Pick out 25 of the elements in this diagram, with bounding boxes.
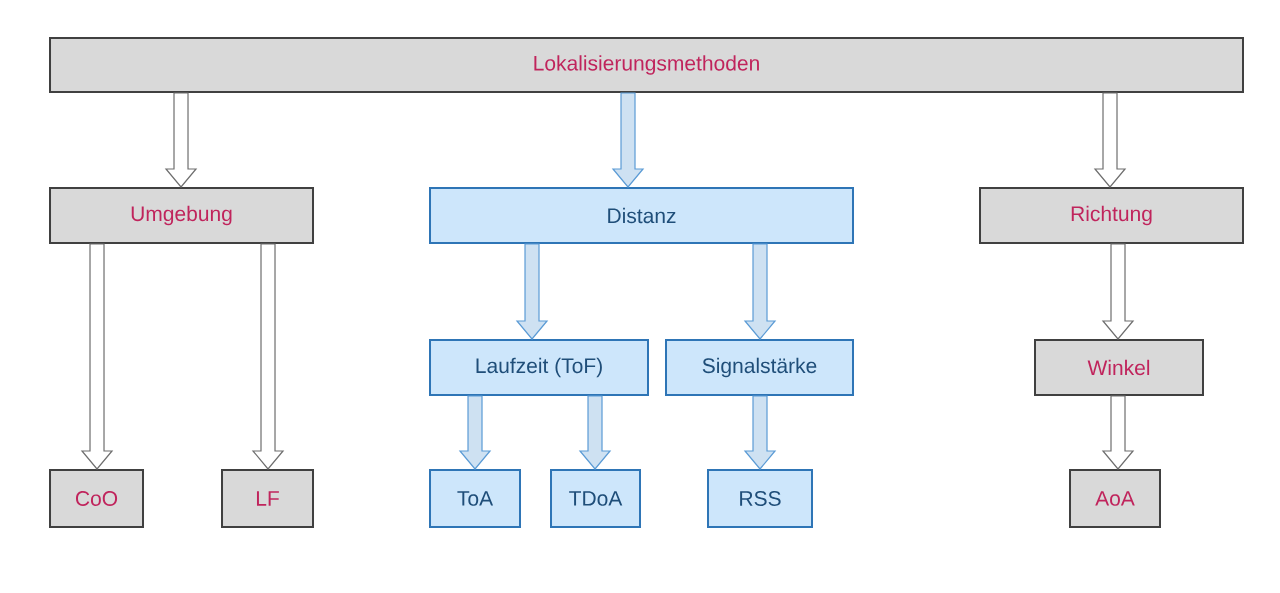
category-box: CoO bbox=[49, 469, 144, 528]
category-box: Lokalisierungsmethoden bbox=[49, 37, 1244, 93]
block-arrow bbox=[1101, 395, 1135, 470]
block-arrow bbox=[1093, 92, 1127, 188]
block-arrow bbox=[1101, 243, 1135, 340]
block-arrow bbox=[743, 243, 777, 340]
block-arrow bbox=[515, 243, 549, 340]
block-arrow bbox=[458, 395, 492, 470]
category-box: Winkel bbox=[1034, 339, 1204, 396]
category-box: Umgebung bbox=[49, 187, 314, 244]
category-box: Richtung bbox=[979, 187, 1244, 244]
category-box: AoA bbox=[1069, 469, 1161, 528]
category-box: ToA bbox=[429, 469, 521, 528]
category-box: LF bbox=[221, 469, 314, 528]
category-box: TDoA bbox=[550, 469, 641, 528]
category-box: RSS bbox=[707, 469, 813, 528]
block-arrow bbox=[164, 92, 198, 188]
block-arrow bbox=[743, 395, 777, 470]
block-arrow bbox=[251, 243, 285, 470]
category-box: Signalstärke bbox=[665, 339, 854, 396]
category-box: Distanz bbox=[429, 187, 854, 244]
block-arrow bbox=[611, 92, 645, 188]
block-arrow bbox=[578, 395, 612, 470]
category-box: Laufzeit (ToF) bbox=[429, 339, 649, 396]
block-arrow bbox=[80, 243, 114, 470]
